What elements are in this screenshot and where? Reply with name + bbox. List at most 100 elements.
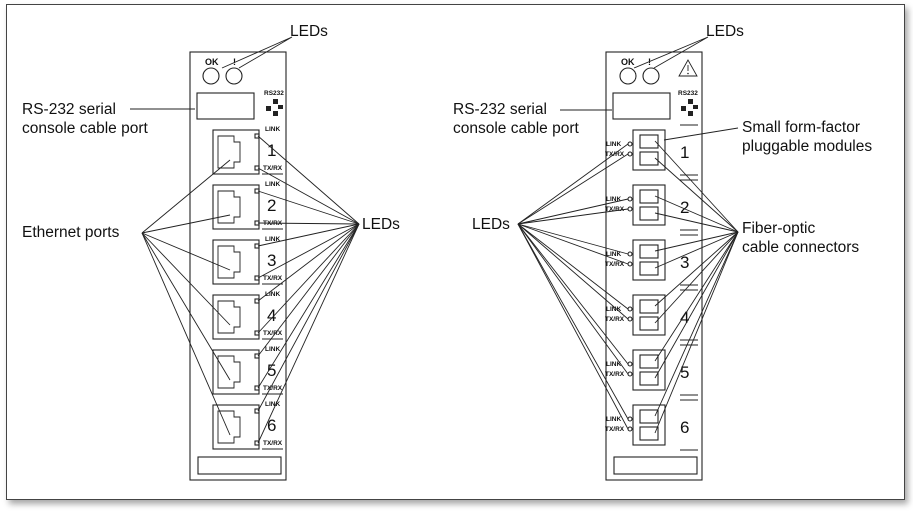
txrx-led xyxy=(627,151,633,157)
left-rs232-tag: RS232 xyxy=(264,90,284,97)
ethernet-port xyxy=(212,349,260,395)
port-number: 2 xyxy=(267,196,276,215)
led-callout-line xyxy=(517,223,629,320)
link-led xyxy=(627,141,633,147)
port-number: 3 xyxy=(680,253,689,272)
txrx-led xyxy=(254,440,260,446)
txrx-tag: TX/RX xyxy=(263,440,283,447)
sfp-callout-line xyxy=(663,127,739,141)
fiber-callout-line xyxy=(654,231,739,434)
fiber-connector xyxy=(639,299,659,314)
led-callout-line xyxy=(257,223,360,389)
link-led xyxy=(254,133,260,139)
port-number: 4 xyxy=(267,306,276,325)
ethernet-callout-line xyxy=(141,232,231,381)
rj45-jack-outline xyxy=(217,190,241,224)
left-leds-side-label: LEDs xyxy=(362,216,400,233)
txrx-tag: TX/RX xyxy=(263,275,283,282)
led-callout-line xyxy=(257,223,360,444)
txrx-tag: TX/RX xyxy=(605,261,625,268)
fiber-callout-line xyxy=(654,140,739,233)
txrx-tag: TX/RX xyxy=(263,385,283,392)
right-sfp-label-1: Small form-factor xyxy=(742,119,860,136)
fiber-callout-line xyxy=(654,231,739,307)
fiber-connector xyxy=(639,371,659,386)
link-led xyxy=(627,251,633,257)
txrx-led xyxy=(627,316,633,322)
right-warn-label: ! xyxy=(648,57,651,67)
left-label-slot xyxy=(197,456,282,475)
led-callout-line xyxy=(257,223,360,279)
txrx-led xyxy=(254,385,260,391)
led-callout-line xyxy=(517,223,629,265)
link-led xyxy=(627,361,633,367)
right-ok-label: OK xyxy=(621,57,635,67)
port-number: 1 xyxy=(680,143,689,162)
left-ethernet-label: Ethernet ports xyxy=(22,224,120,241)
left-serial-label-1: RS-232 serial xyxy=(22,101,116,118)
led-callout-line xyxy=(257,190,360,225)
led-callout-line xyxy=(517,223,629,430)
link-tag: LINK xyxy=(606,306,621,313)
fiber-connector xyxy=(639,316,659,331)
link-led xyxy=(254,353,260,359)
fiber-callout-line xyxy=(654,231,739,324)
right-leds-top-label: LEDs xyxy=(706,23,744,40)
rj45-jack-outline xyxy=(217,245,241,279)
port-number: 4 xyxy=(680,308,689,327)
left-serial-label-2: console cable port xyxy=(22,120,148,137)
right-rs232-port xyxy=(612,92,671,120)
txrx-tag: TX/RX xyxy=(605,206,625,213)
fiber-connector xyxy=(639,151,659,166)
port-number: 5 xyxy=(680,363,689,382)
ethernet-callout-line xyxy=(141,214,231,234)
rj45-jack-outline xyxy=(217,355,241,389)
link-tag: LINK xyxy=(606,416,621,423)
led-callout-line xyxy=(517,223,629,420)
link-led xyxy=(254,298,260,304)
fiber-connector xyxy=(639,426,659,441)
ethernet-port xyxy=(212,294,260,340)
led-callout-line xyxy=(257,222,360,225)
rj45-jack-outline xyxy=(217,410,241,444)
port-number: 5 xyxy=(267,361,276,380)
link-tag: LINK xyxy=(265,236,280,243)
link-tag: LINK xyxy=(606,196,621,203)
diagram-frame xyxy=(6,4,905,500)
right-ok-led xyxy=(619,67,637,85)
link-led xyxy=(627,196,633,202)
port-number: 6 xyxy=(680,418,689,437)
right-serial-label-2: console cable port xyxy=(453,120,579,137)
link-led xyxy=(627,306,633,312)
right-sfp-label-2: pluggable modules xyxy=(742,138,872,155)
right-serial-label-1: RS-232 serial xyxy=(453,101,547,118)
left-warn-led xyxy=(225,67,243,85)
ethernet-port xyxy=(212,129,260,175)
led-callout-line xyxy=(257,223,360,357)
link-tag: LINK xyxy=(265,181,280,188)
led-callout-line xyxy=(257,223,360,302)
led-callout-line xyxy=(257,167,360,225)
ethernet-callout-line xyxy=(141,232,231,326)
link-led xyxy=(627,416,633,422)
link-tag: LINK xyxy=(265,291,280,298)
txrx-led xyxy=(254,275,260,281)
right-leds-side-label: LEDs xyxy=(472,216,510,233)
ethernet-callout-line xyxy=(141,232,231,271)
fiber-connector xyxy=(639,261,659,276)
warning-triangle-icon xyxy=(678,59,698,77)
link-tag: LINK xyxy=(606,141,621,148)
led-callout-line xyxy=(517,208,629,225)
network-icon xyxy=(266,99,283,116)
right-fiber-label-2: cable connectors xyxy=(742,239,859,256)
port-number: 3 xyxy=(267,251,276,270)
fiber-connector xyxy=(639,409,659,424)
link-tag: LINK xyxy=(606,361,621,368)
network-icon xyxy=(681,99,698,116)
link-tag: LINK xyxy=(265,346,280,353)
link-tag: LINK xyxy=(265,401,280,408)
led-callout-line xyxy=(257,223,360,412)
txrx-led xyxy=(627,206,633,212)
port-number: 6 xyxy=(267,416,276,435)
